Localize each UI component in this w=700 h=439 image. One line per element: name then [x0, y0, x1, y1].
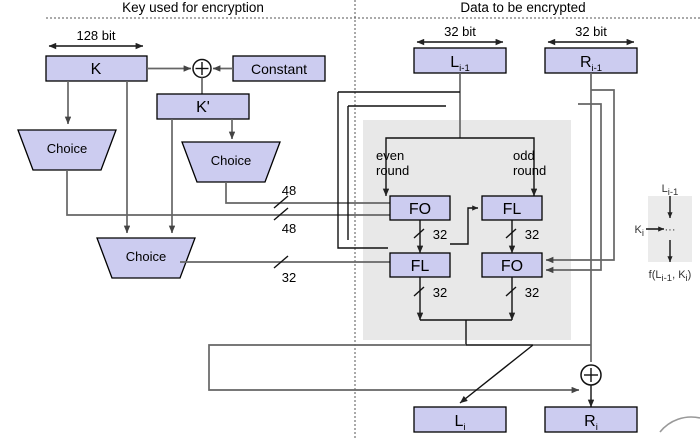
block-fl-odd-label: FL [503, 201, 522, 218]
block-fo-odd[interactable] [481, 252, 543, 278]
key-box-k[interactable] [45, 55, 148, 82]
bus-48-upper-slash [273, 195, 289, 209]
wire-lprev-to-odd [460, 137, 538, 197]
choice-mid[interactable] [181, 141, 281, 183]
bus-32-fl-slash [273, 255, 289, 269]
measure-128bit-label: 128 bit [76, 28, 115, 43]
wire-fo-even-to-fl-odd [450, 205, 479, 245]
block-fo-even-label: FO [409, 201, 431, 218]
choice-bottom-label: Choice [126, 249, 166, 264]
slash-even-bottom [413, 286, 425, 297]
data-box-l-out[interactable] [413, 406, 507, 433]
data-box-l-prev-label: Li-1 [450, 54, 469, 74]
data-box-l-out-label: Li [454, 413, 465, 433]
bus-odd-top-label: 32 [525, 227, 539, 242]
key-box-kprime[interactable] [156, 93, 250, 120]
bus-48-lower-slash [273, 207, 289, 221]
choice-left-label: Choice [47, 141, 87, 156]
wire-lprev-to-even [382, 137, 460, 197]
legend-key-label: Ki [635, 224, 644, 239]
block-fo-even[interactable] [389, 195, 451, 221]
slash-odd-top [505, 228, 517, 239]
bus-even-top-label: 32 [433, 227, 447, 242]
even-round-label-line2: round [376, 163, 409, 178]
block-fl-even-label: FL [411, 258, 430, 275]
bus-48-lower [66, 170, 399, 219]
bus-32-fl-label: 32 [282, 270, 296, 285]
slash-odd-bottom [505, 286, 517, 297]
header-right: Data to be encrypted [460, 0, 585, 15]
bus-48-lower-label: 48 [282, 221, 296, 236]
odd-round-label-line1: odd [513, 148, 535, 163]
choice-left[interactable] [17, 129, 117, 171]
bus-odd-bottom-label: 32 [525, 285, 539, 300]
odd-round-label-line2: round [513, 163, 546, 178]
measure-left-32bit-label: 32 bit [444, 24, 476, 39]
wire-cross-to-xor [208, 344, 580, 394]
key-box-constant-label: Constant [251, 61, 307, 77]
rail-outer [337, 92, 388, 249]
even-round-label-line1: even [376, 148, 404, 163]
data-box-r-prev[interactable] [544, 47, 638, 74]
bus-48-upper [225, 182, 399, 207]
wire-feedback-fo-odd-b [545, 103, 602, 274]
bus-even-bottom-label: 32 [433, 285, 447, 300]
bus-48-upper-label: 48 [282, 183, 296, 198]
block-fo-odd-label: FO [501, 258, 523, 275]
block-fl-even[interactable] [389, 252, 451, 278]
data-box-r-prev-label: Ri-1 [580, 54, 602, 74]
data-box-r-out-label: Ri [584, 413, 598, 433]
legend-input-label: Li-1 [662, 183, 679, 198]
choice-mid-label: Choice [211, 153, 251, 168]
wire-feedback-fo-odd-a [545, 89, 615, 264]
wire-cross-to-l-out [459, 344, 534, 404]
choice-bottom[interactable] [96, 237, 196, 279]
decorative-arc [659, 416, 700, 433]
round-function-panel [363, 120, 571, 340]
key-box-kprime-label: K' [196, 99, 210, 116]
measure-right-32bit-label: 32 bit [575, 24, 607, 39]
legend-body: ··· [665, 224, 676, 236]
slash-even-top [413, 228, 425, 239]
legend-output-label: f(Li-1, Ki) [649, 269, 692, 284]
block-fl-odd[interactable] [481, 195, 543, 221]
key-box-k-label: K [91, 61, 102, 78]
data-box-r-out[interactable] [544, 406, 638, 433]
header-left: Key used for encryption [122, 0, 264, 15]
